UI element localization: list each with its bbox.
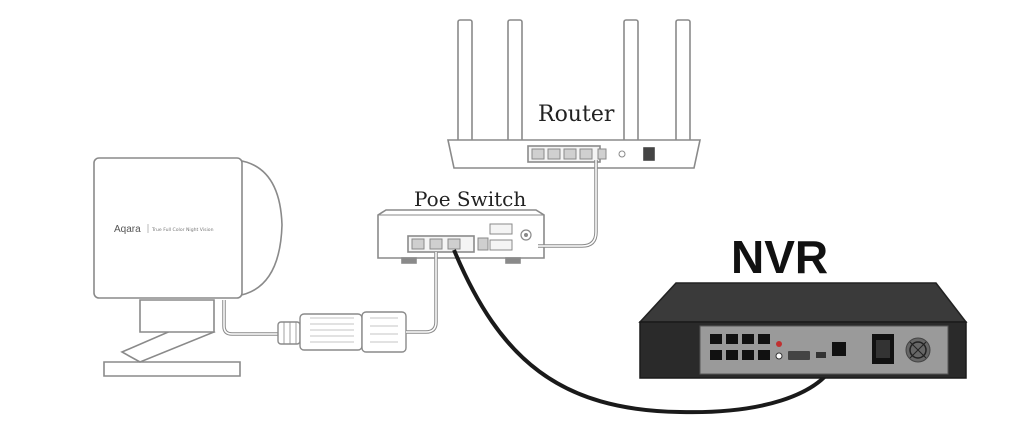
camera-tagline: True Full Color Night Vision: [151, 227, 214, 233]
poe-switch: [377, 209, 545, 264]
switch-nvr-cable: [452, 249, 840, 415]
router-antenna: [507, 19, 523, 161]
nvr-panel: [699, 325, 949, 375]
nvr-label: NVR: [731, 231, 828, 283]
router-antenna: [675, 19, 691, 161]
router-label: Router: [538, 102, 615, 127]
router: [447, 19, 701, 169]
cable-connector: [277, 311, 407, 353]
nvr-poe-ports: [710, 334, 770, 360]
connector-switch-cable: [406, 252, 438, 334]
router-antenna: [457, 19, 473, 161]
camera-stand-base: [103, 361, 241, 377]
camera-brand-logo: Aqara: [114, 224, 141, 235]
camera-back: [235, 159, 283, 297]
camera-cable: [222, 300, 278, 336]
poe-switch-label: Poe Switch: [414, 187, 526, 211]
nvr: [638, 282, 968, 379]
router-antenna: [623, 19, 639, 161]
camera: [93, 157, 283, 377]
nvr-top: [638, 282, 968, 323]
camera-front: [93, 157, 243, 299]
router-switch-cable: [538, 160, 598, 248]
nvr-lan-port: [832, 342, 846, 356]
